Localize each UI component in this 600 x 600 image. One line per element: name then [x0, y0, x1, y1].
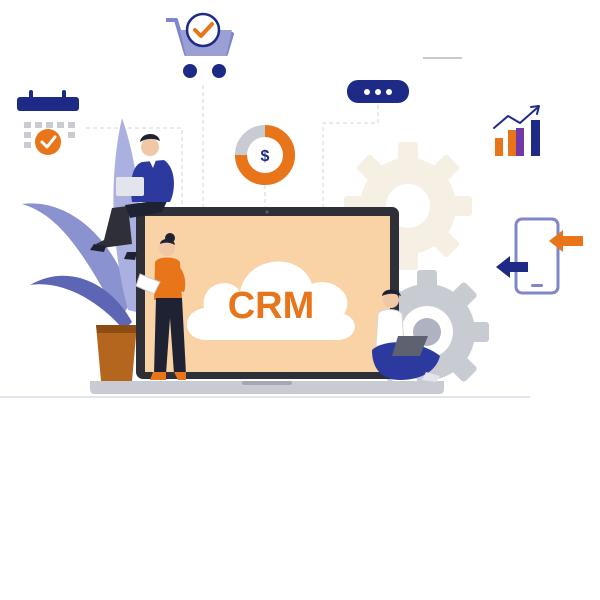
- mobile-phone-icon: [514, 217, 560, 295]
- plant-icon: [22, 118, 142, 381]
- checkmark-badge-icon: [185, 12, 221, 48]
- arrow-left-icon: [496, 256, 528, 278]
- woman-standing-with-clipboard: [135, 233, 186, 380]
- trend-arrow-icon: [493, 105, 540, 129]
- arrow-left-icon: [549, 230, 583, 252]
- currency-symbol: $: [261, 148, 270, 165]
- man-seated-with-laptop: [372, 289, 440, 382]
- cloud-icon: CRM: [186, 261, 355, 340]
- connector-lines: [86, 85, 379, 210]
- chat-bubble-icon: [347, 80, 409, 103]
- checkmark-badge-icon: [35, 129, 61, 155]
- bar-chart-icon: [495, 120, 540, 156]
- crm-label: CRM: [228, 285, 315, 327]
- man-sitting-with-laptop: [90, 133, 174, 260]
- donut-chart-icon: $: [235, 125, 295, 185]
- calendar-icon: [17, 90, 79, 148]
